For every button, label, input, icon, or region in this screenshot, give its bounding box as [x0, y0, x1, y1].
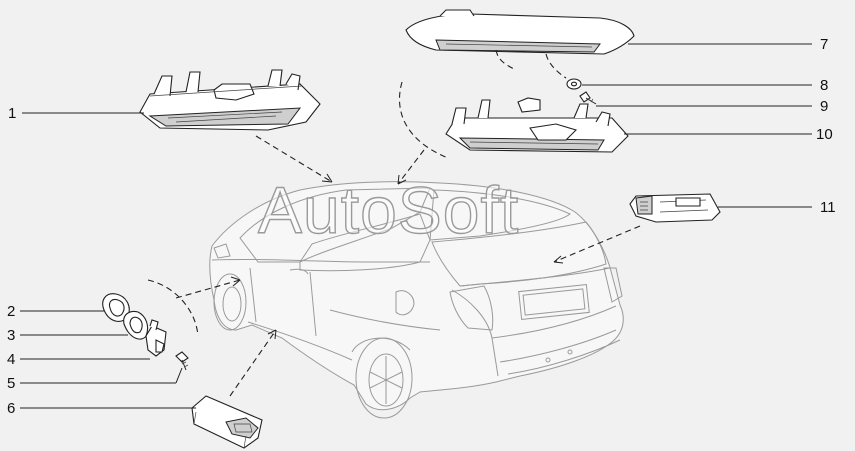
mounting-arc-door [147, 279, 199, 337]
part-10-lamp-base [445, 97, 629, 153]
part-9-screw [579, 91, 597, 105]
arrow-part-7-to-10 [495, 49, 517, 71]
part-8-washer [566, 78, 582, 90]
callout-6: 6 [7, 400, 15, 417]
arrow-part-6-to-car [229, 329, 277, 397]
callout-11: 11 [820, 199, 836, 216]
part-1-front-roof-console [139, 69, 321, 131]
callout-7: 7 [820, 36, 828, 53]
arrow-part-7-to-8 [545, 53, 567, 79]
callout-numbers: 1 2 3 4 5 6 7 8 9 10 11 [7, 36, 836, 417]
part-6-sill-lamp [191, 395, 263, 449]
callout-4: 4 [7, 351, 15, 368]
arrow-switch-to-car [175, 279, 241, 299]
callout-3: 3 [7, 327, 15, 344]
assembly-arrows [175, 49, 641, 397]
part-11-trunk-lamp [629, 193, 721, 223]
part-7-lamp-housing [405, 9, 635, 55]
part-3-cap [123, 310, 149, 340]
callout-5: 5 [7, 375, 15, 392]
callout-1: 1 [8, 105, 16, 122]
arrow-part-10-to-car [397, 149, 425, 185]
car-body [209, 181, 624, 419]
leader-lines [20, 43, 812, 409]
part-5-screw [175, 351, 189, 371]
mounting-arc-top [398, 81, 449, 159]
callout-9: 9 [820, 98, 828, 115]
callout-8: 8 [820, 77, 828, 94]
callout-10: 10 [816, 126, 833, 143]
part-2-gasket [102, 293, 130, 322]
part-4-door-switch [145, 319, 167, 357]
arrow-part-11-to-car [553, 225, 641, 263]
callout-2: 2 [7, 303, 15, 320]
arrow-part-1-to-car [255, 135, 333, 183]
